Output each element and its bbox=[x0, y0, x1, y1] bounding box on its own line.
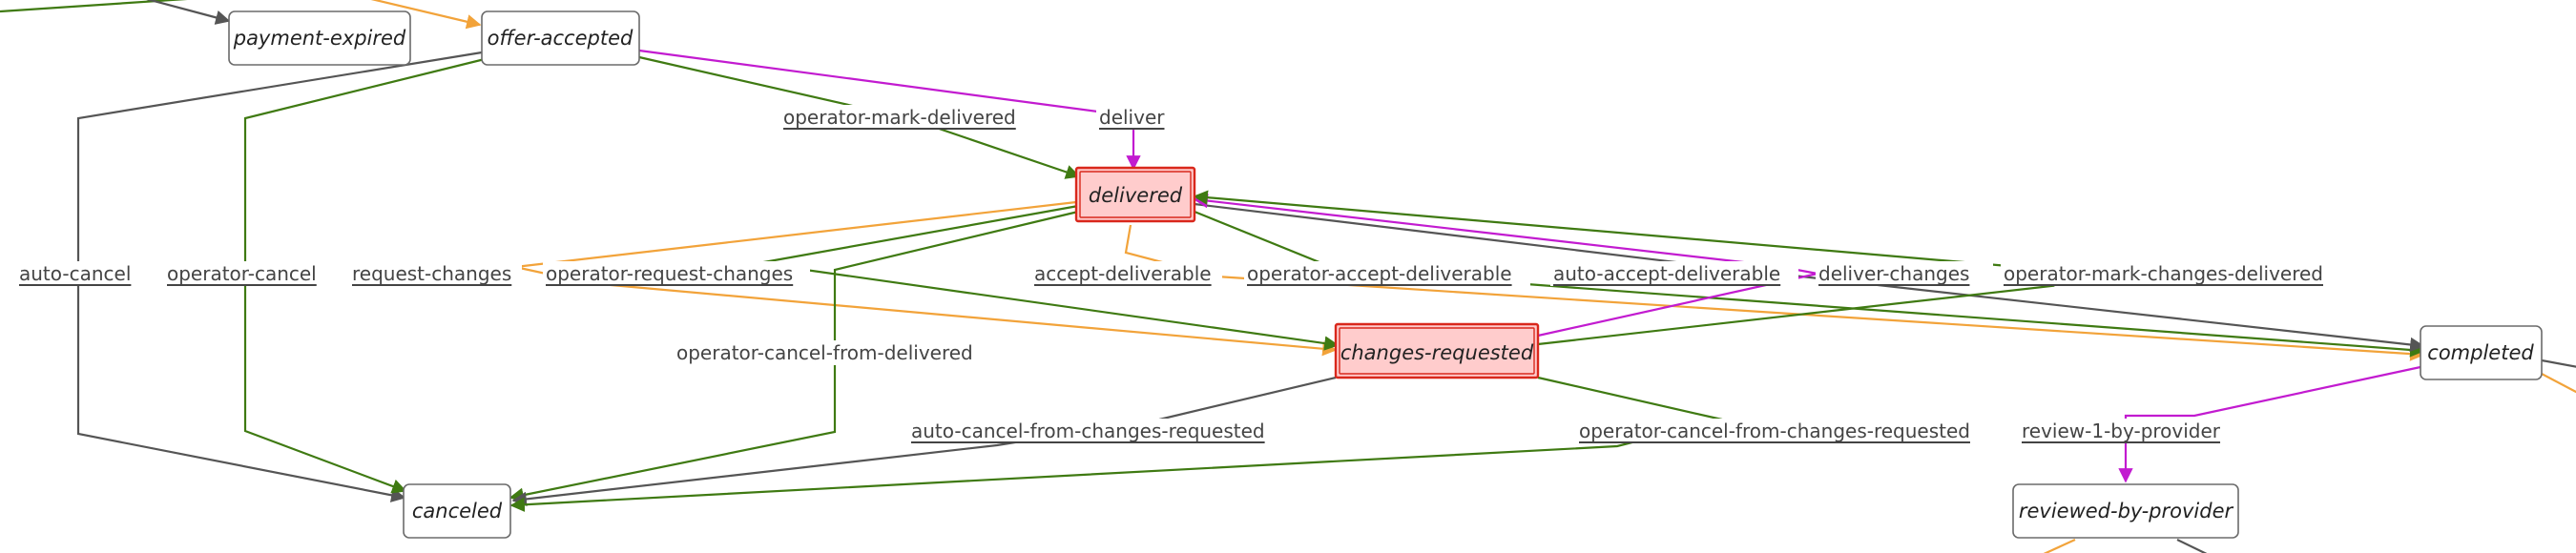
svg-text:auto-cancel: auto-cancel bbox=[19, 262, 131, 285]
edge-label-operator-cancel-from-delivered[interactable]: operator-cancel-from-delivered bbox=[675, 340, 994, 365]
state-canceled[interactable]: canceled bbox=[403, 483, 511, 539]
state-offer-accepted[interactable]: offer-accepted bbox=[481, 10, 640, 66]
state-reviewed-by-provider[interactable]: reviewed-by-provider bbox=[2012, 483, 2239, 539]
svg-text:operator-accept-deliverable: operator-accept-deliverable bbox=[1247, 262, 1512, 285]
state-delivered[interactable]: delivered bbox=[1074, 166, 1196, 223]
svg-text:delivered: delivered bbox=[1089, 184, 1183, 207]
edge-label-auto-cancel-from-changes-requested[interactable]: auto-cancel-from-changes-requested bbox=[908, 419, 1287, 443]
svg-text:reviewed-by-provider: reviewed-by-provider bbox=[2019, 500, 2234, 522]
edge-label-operator-cancel-from-changes-requested[interactable]: operator-cancel-from-changes-requested bbox=[1576, 419, 2000, 443]
edge-incoming-orange-to-offer-accepted bbox=[370, 0, 482, 30]
svg-text:completed: completed bbox=[2427, 341, 2534, 364]
edge-label-auto-accept-deliverable[interactable]: auto-accept-deliverable bbox=[1550, 261, 1798, 286]
edge-label-operator-cancel[interactable]: operator-cancel bbox=[165, 261, 325, 286]
edge-outgoing-orange-from-reviewed bbox=[2043, 538, 2076, 553]
svg-text:review-1-by-provider: review-1-by-provider bbox=[2022, 420, 2221, 442]
svg-text:operator-cancel-from-delivered: operator-cancel-from-delivered bbox=[676, 341, 973, 364]
svg-text:operator-mark-changes-delivere: operator-mark-changes-delivered bbox=[2004, 262, 2323, 285]
svg-text:accept-deliverable: accept-deliverable bbox=[1034, 262, 1212, 285]
edge-label-operator-accept-deliverable[interactable]: operator-accept-deliverable bbox=[1244, 261, 1530, 286]
edge-label-operator-mark-delivered[interactable]: operator-mark-delivered bbox=[781, 105, 1029, 130]
state-changes-requested[interactable]: changes-requested bbox=[1334, 322, 1540, 379]
svg-text:changes-requested: changes-requested bbox=[1340, 341, 1534, 364]
edge-label-deliver[interactable]: deliver bbox=[1096, 105, 1169, 130]
edge-accept-deliverable bbox=[1124, 224, 2425, 361]
edge-label-deliver-changes[interactable]: deliver-changes bbox=[1816, 261, 1993, 286]
edge-review-1-by-provider bbox=[2118, 365, 2421, 483]
svg-text:deliver-changes: deliver-changes bbox=[1818, 262, 1969, 285]
edge-outgoing-gray-from-reviewed bbox=[2176, 539, 2208, 553]
svg-text:canceled: canceled bbox=[412, 500, 503, 522]
svg-text:operator-mark-delivered: operator-mark-delivered bbox=[783, 106, 1016, 129]
svg-text:offer-accepted: offer-accepted bbox=[488, 27, 634, 50]
svg-text:auto-cancel-from-changes-reque: auto-cancel-from-changes-requested bbox=[911, 420, 1265, 442]
svg-text:request-changes: request-changes bbox=[352, 262, 511, 285]
svg-text:operator-cancel: operator-cancel bbox=[167, 262, 317, 285]
svg-text:operator-cancel-from-changes-r: operator-cancel-from-changes-requested bbox=[1579, 420, 1970, 442]
edge-incoming-gray-to-payment-expired bbox=[146, 0, 231, 25]
edge-label-accept-deliverable[interactable]: accept-deliverable bbox=[1031, 261, 1222, 286]
svg-text:auto-accept-deliverable: auto-accept-deliverable bbox=[1553, 262, 1780, 285]
svg-text:operator-request-changes: operator-request-changes bbox=[546, 262, 793, 285]
state-payment-expired[interactable]: payment-expired bbox=[228, 10, 411, 66]
edge-outgoing-orange-from-completed bbox=[2541, 373, 2576, 394]
state-completed[interactable]: completed bbox=[2420, 325, 2543, 380]
edge-label-review-1-by-provider[interactable]: review-1-by-provider bbox=[2019, 419, 2244, 443]
svg-text:deliver: deliver bbox=[1099, 106, 1165, 129]
edge-incoming-green-to-offer-accepted bbox=[0, 0, 188, 13]
edge-label-operator-request-changes[interactable]: operator-request-changes bbox=[543, 261, 810, 286]
svg-text:payment-expired: payment-expired bbox=[233, 27, 406, 50]
edge-label-operator-mark-changes-delivered[interactable]: operator-mark-changes-delivered bbox=[2001, 261, 2342, 286]
edge-label-auto-cancel[interactable]: auto-cancel bbox=[17, 261, 139, 286]
edge-outgoing-gray-from-completed bbox=[2541, 358, 2576, 368]
edge-label-request-changes[interactable]: request-changes bbox=[350, 261, 522, 286]
